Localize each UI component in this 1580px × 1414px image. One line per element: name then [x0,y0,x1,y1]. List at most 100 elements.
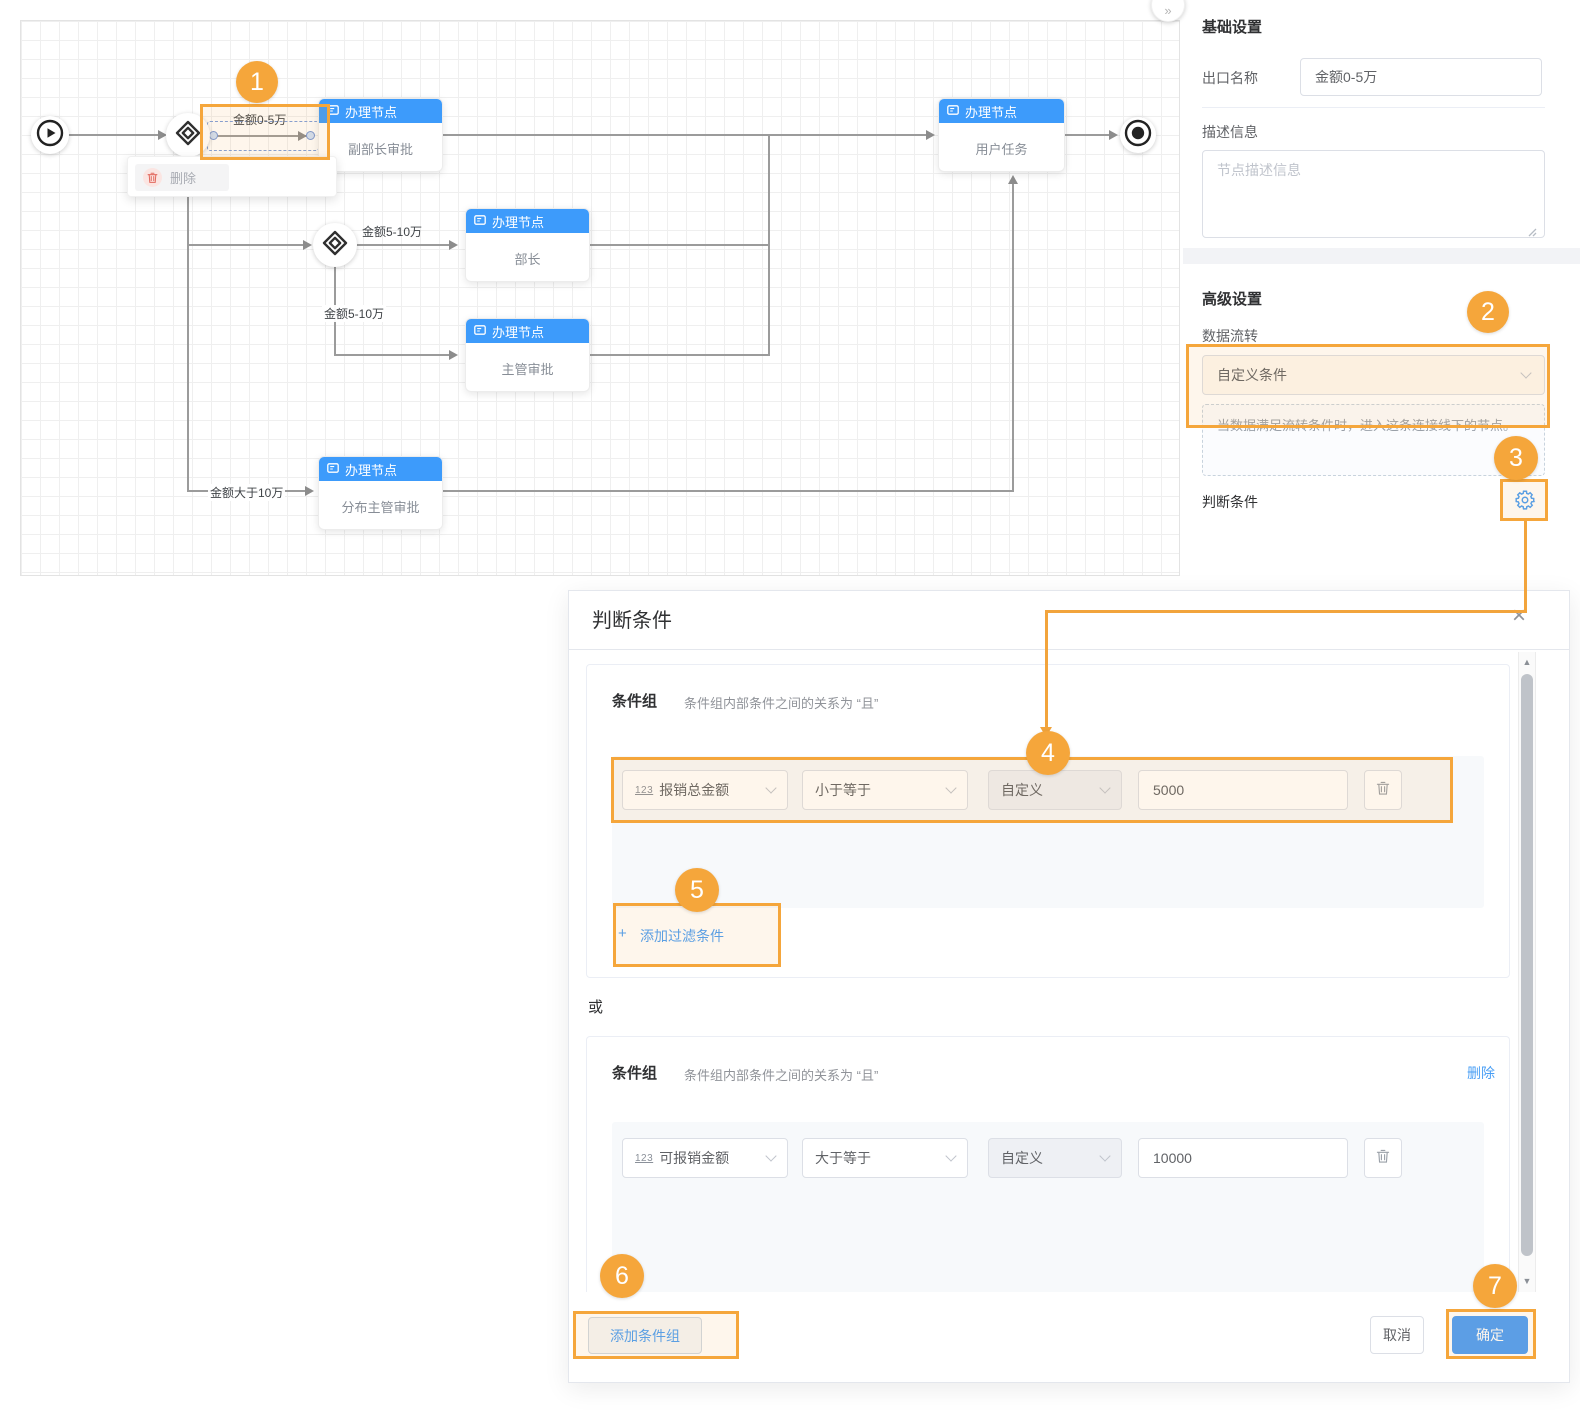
node-header: 办理节点 [466,209,589,233]
exit-name-label: 出口名称 [1202,70,1258,86]
scroll-down-icon[interactable]: ▼ [1522,1276,1532,1286]
node-type-label: 办理节点 [965,104,1018,120]
exit-name-input[interactable] [1300,58,1542,96]
data-flow-select[interactable]: 自定义条件 [1202,355,1545,395]
arrowhead [449,240,458,250]
scroll-up-icon[interactable]: ▲ [1522,657,1532,667]
trash-icon [1376,1149,1390,1167]
annotation-box-1 [200,104,330,160]
flow-line [66,134,162,136]
cancel-button[interactable]: 取消 [1370,1316,1424,1354]
annotation-box-7 [1446,1309,1536,1359]
end-event-node[interactable] [1120,117,1156,153]
node-header: 办理节点 [319,99,442,123]
annotation-step-3: 3 [1494,436,1538,480]
divider [568,649,1570,650]
gateway-node-2[interactable] [313,223,357,267]
annotation-box-3 [1500,479,1548,521]
node-header: 办理节点 [939,99,1064,123]
form-icon [474,324,486,339]
number-type-icon: 123 [635,784,654,796]
source-select[interactable]: 自定义 [988,770,1122,810]
divider [1202,107,1545,108]
group1-title: 条件组 [612,693,658,710]
description-textarea[interactable] [1202,150,1545,238]
gear-icon[interactable] [1514,489,1536,516]
or-divider: 或 [588,999,604,1016]
data-flow-select-value: 自定义条件 [1217,367,1287,383]
edge-label[interactable]: 金额大于10万 [208,484,286,501]
annotation-box-6 [573,1311,739,1359]
node-header: 办理节点 [319,457,442,481]
edge-label[interactable]: 金额5-10万 [322,305,387,322]
annotation-step-6: 6 [600,1254,644,1298]
resize-handle-icon [1527,224,1537,242]
annotation-connector [1045,610,1048,728]
group1-subtitle: 条件组内部条件之间的关系为 “且” [684,696,879,711]
data-flow-label: 数据流转 [1202,328,1258,344]
node-type-label: 办理节点 [345,462,398,478]
annotation-step-1: 1 [236,61,278,103]
gateway-icon [321,229,349,262]
end-icon [1123,118,1153,153]
group2-subtitle: 条件组内部条件之间的关系为 “且” [684,1068,879,1083]
number-type-icon: 123 [635,1152,654,1164]
flow-line [590,354,770,356]
field-select[interactable]: 123 可报销金额 [622,1138,788,1178]
task-node-user-task[interactable]: 办理节点 用户任务 [938,98,1065,172]
edge-endpoint[interactable] [306,131,315,140]
field-select-value: 可报销金额 [659,1150,730,1166]
form-icon [474,214,486,229]
arrowhead [303,240,312,250]
delete-group-link[interactable]: 删除 [1467,1065,1495,1081]
value-input[interactable] [1138,770,1348,810]
scrollbar-thumb[interactable] [1521,674,1533,1256]
task-node-branch-supervisor[interactable]: 办理节点 分布主管审批 [318,456,443,530]
operator-select-value: 小于等于 [815,782,871,798]
start-event-node[interactable] [31,116,69,154]
source-select[interactable]: 自定义 [988,1138,1122,1178]
flow-line [188,244,306,246]
annotation-box-2 [1186,344,1550,428]
panel-collapse-button[interactable]: » [1151,0,1185,22]
edge-label[interactable]: 金额5-10万 [362,225,423,239]
annotation-step-7: 7 [1473,1264,1517,1308]
delete-row-button[interactable] [1364,770,1402,810]
arrowhead [298,131,307,141]
context-menu-delete[interactable]: 删除 [135,164,229,191]
flow-line [187,155,189,492]
chevron-down-icon [945,1150,957,1162]
source-select-value: 自定义 [1001,782,1043,798]
task-node-vice-minister[interactable]: 办理节点 副部长审批 [318,98,443,172]
task-node-supervisor[interactable]: 办理节点 主管审批 [465,318,590,392]
edge-label-selected[interactable]: 金额0-5万 [233,113,287,127]
node-title: 副部长审批 [347,141,413,157]
annotation-connector [1046,610,1527,613]
selected-edge-line[interactable] [216,135,308,137]
arrowhead [158,130,167,140]
plus-icon: + [618,925,627,942]
add-filter-link[interactable]: 添加过滤条件 [640,928,724,944]
field-select[interactable]: 123 报销总金额 [622,770,788,810]
node-title: 用户任务 [975,141,1028,157]
operator-select[interactable]: 小于等于 [802,770,968,810]
flow-line [443,490,1013,492]
add-group-button[interactable]: 添加条件组 [588,1317,702,1354]
arrowhead [1109,130,1118,140]
flow-line [590,244,770,246]
operator-select[interactable]: 大于等于 [802,1138,968,1178]
arrowhead [1008,175,1018,184]
value-input[interactable] [1138,1138,1348,1178]
task-node-minister[interactable]: 办理节点 部长 [465,208,590,282]
delete-row-button[interactable] [1364,1138,1402,1178]
trash-icon [1376,781,1390,799]
panel-basic-settings-title: 基础设置 [1202,19,1263,36]
confirm-button[interactable]: 确定 [1452,1316,1528,1354]
close-icon[interactable]: × [1512,602,1527,629]
node-header: 办理节点 [466,319,589,343]
flow-line [1065,134,1112,136]
node-title: 部长 [514,251,541,267]
flow-line [443,134,928,136]
panel-advanced-settings-title: 高级设置 [1202,291,1263,308]
